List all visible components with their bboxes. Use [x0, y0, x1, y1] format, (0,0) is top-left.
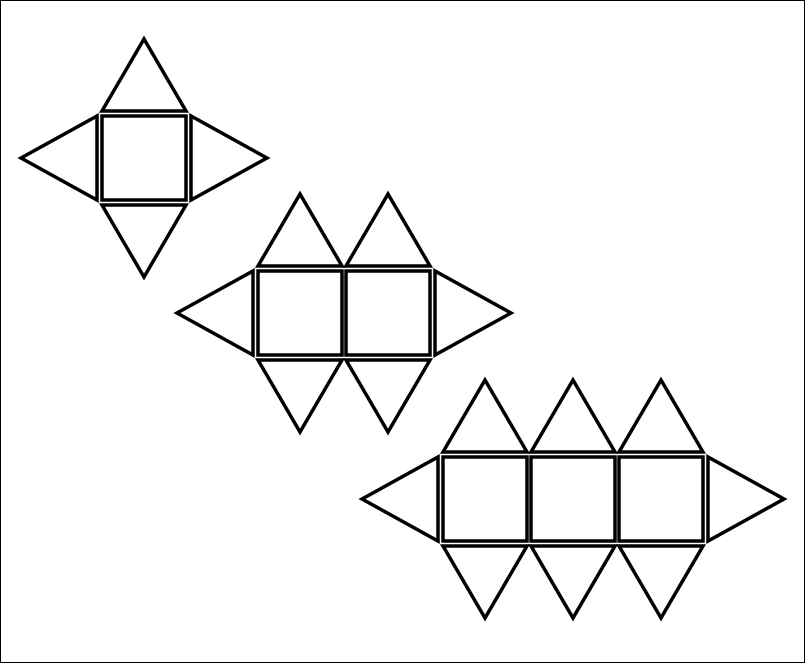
triangle-top — [439, 376, 531, 454]
net-two-squares — [173, 190, 515, 436]
triangle-right — [706, 454, 788, 544]
triangle-left — [173, 268, 255, 358]
square-face — [529, 455, 617, 543]
triangle-right — [433, 268, 515, 358]
square-face — [344, 269, 432, 357]
triangle-top — [254, 190, 346, 268]
triangle-right — [189, 113, 271, 203]
square-face — [617, 455, 705, 543]
triangle-top — [527, 376, 619, 454]
triangle-bottom — [439, 544, 531, 622]
triangle-bottom — [615, 544, 707, 622]
triangle-top — [98, 35, 190, 113]
net-one-square — [17, 35, 271, 281]
square-face — [256, 269, 344, 357]
nets-layer — [17, 35, 788, 622]
triangle-left — [358, 454, 440, 544]
triangle-top — [615, 376, 707, 454]
net-three-squares — [358, 376, 788, 622]
triangle-bottom — [527, 544, 619, 622]
triangle-bottom — [98, 203, 190, 281]
square-face — [100, 114, 188, 202]
triangle-left — [17, 113, 99, 203]
triangle-bottom — [254, 358, 346, 436]
square-face — [441, 455, 529, 543]
triangle-bottom — [342, 358, 434, 436]
triangle-top — [342, 190, 434, 268]
